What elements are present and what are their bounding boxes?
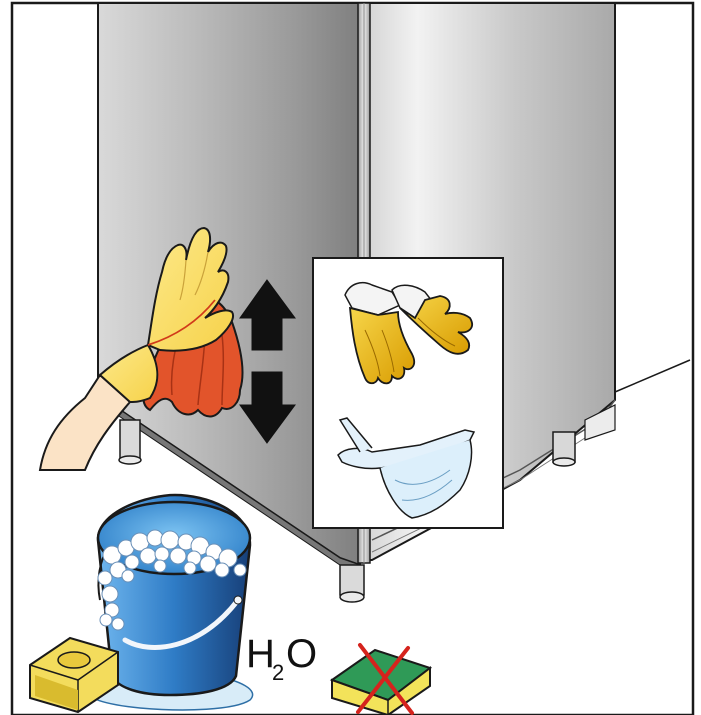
formula-subscript: 2	[272, 660, 284, 685]
soapy-water-bucket	[98, 495, 250, 695]
formula-letter-o: O	[286, 632, 317, 676]
formula-letter-h: H	[246, 632, 275, 676]
